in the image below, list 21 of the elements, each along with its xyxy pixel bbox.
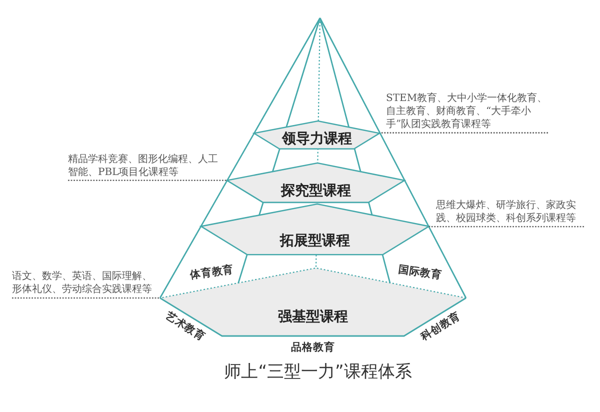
leader-line xyxy=(428,226,584,228)
tier-title: 探究型课程 xyxy=(280,183,351,200)
face-label: 品格教育 xyxy=(291,342,335,354)
pyramid-tier xyxy=(200,204,429,255)
course-note: 语文、数学、英语、国际理解、形体礼仪、劳动综合实践课程等 xyxy=(12,270,156,296)
tier-title: 领导力课程 xyxy=(282,131,352,148)
caption: 师上“三型一力”课程体系 xyxy=(224,362,412,382)
tier-title: 拓展型课程 xyxy=(280,232,350,249)
tier-title: 强基型课程 xyxy=(278,309,348,325)
course-note: 思维大爆炸、研学旅行、家政实践、校园球类、科创系列课程等 xyxy=(436,198,584,224)
face-label: 国际教育 xyxy=(397,264,443,282)
leader-line xyxy=(68,180,228,182)
face-label: 科创教育 xyxy=(419,310,464,344)
leader-line xyxy=(380,132,548,134)
course-note: STEM教育、大中小学一体化教育、自主教育、财商教育、“大手牵小手”队团实践教育课程等 xyxy=(386,92,548,131)
leader-line xyxy=(12,297,160,299)
pyramid-tier xyxy=(227,163,405,202)
course-note: 精品学科竞赛、图形化编程、人工智能、PBL项目化课程等 xyxy=(68,152,222,178)
face-label: 体育教育 xyxy=(189,264,235,282)
face-label: 艺术教育 xyxy=(162,310,207,344)
pyramid-tier xyxy=(254,120,380,148)
